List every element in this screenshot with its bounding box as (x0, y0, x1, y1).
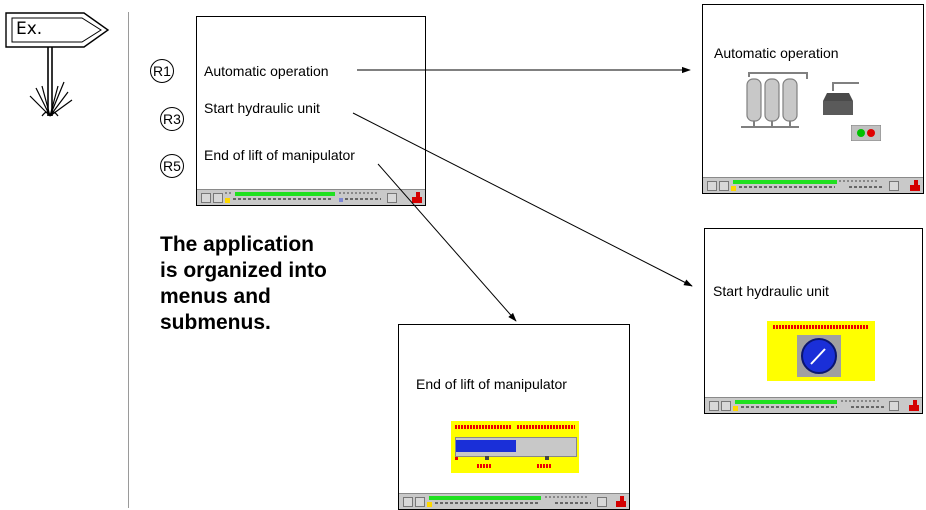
menu-item-start-hydraulic-unit[interactable]: Start hydraulic unit (204, 100, 320, 116)
alarm-icon (909, 400, 919, 411)
screen-title: Automatic operation (714, 45, 839, 61)
alarm-icon (412, 192, 422, 203)
arrow-end-of-lift (377, 163, 517, 322)
ref-r3: R3 (160, 107, 184, 131)
status-bar (399, 493, 629, 509)
status-bar (197, 189, 425, 205)
status-bar (705, 397, 922, 413)
arrow-start-hydraulic-unit (352, 112, 693, 287)
ref-r5: R5 (160, 154, 184, 178)
screen-title: Start hydraulic unit (713, 283, 829, 299)
gauge-icon (797, 335, 841, 377)
pump-icon (823, 82, 859, 115)
indicator-lights-icon (851, 125, 881, 141)
hydraulic-panel (767, 321, 875, 381)
signpost-label: Ex. (16, 19, 43, 39)
status-bar (703, 177, 923, 193)
signpost-icon (5, 12, 110, 117)
manipulator-panel (451, 421, 579, 473)
caption: The application is organized into menus … (160, 233, 327, 334)
lift-progress-bar (456, 440, 516, 446)
automatic-operation-screen: Automatic operation (702, 4, 924, 194)
menu-item-end-of-lift[interactable]: End of lift of manipulator (204, 147, 355, 163)
start-hydraulic-unit-screen: Start hydraulic unit (704, 228, 923, 414)
ref-r1: R1 (150, 59, 174, 83)
screen-title: End of lift of manipulator (416, 376, 567, 392)
alarm-icon (910, 180, 920, 191)
alarm-icon (616, 496, 626, 507)
tank-icon (741, 72, 808, 128)
separator-line (128, 12, 129, 508)
end-of-lift-screen: End of lift of manipulator (398, 324, 630, 510)
menu-item-automatic-operation[interactable]: Automatic operation (204, 63, 329, 79)
